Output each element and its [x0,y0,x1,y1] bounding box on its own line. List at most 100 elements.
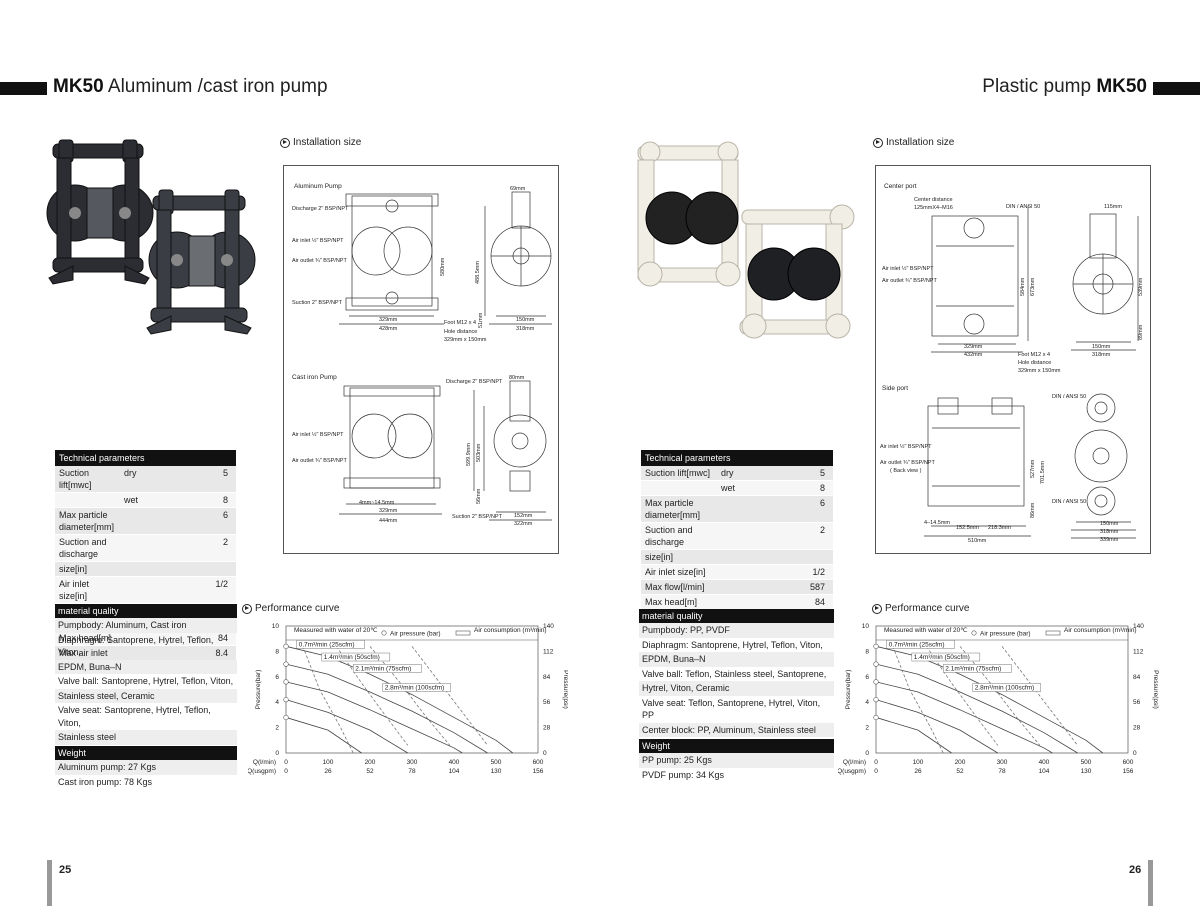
tech-row: Max head[m]84 [641,595,833,610]
x-usgpm-tick-label: 78 [998,768,1006,775]
curve-series [285,681,463,754]
y-tick-label: 4 [275,699,279,706]
air-consumption-label: 1.4m³/min (50scfm) [324,654,380,661]
tech-param-name: Air inlet size[in] [59,579,90,601]
y-right-tick-label: 28 [543,725,551,732]
center-distance-value: 125mmX4–M16 [914,205,953,211]
tech-param-name: Max head[m] [59,633,112,643]
x-axis-usgpm-label: Q(usgpm) [248,768,276,775]
tech-param-name: size[in] [645,552,674,562]
x-tick-label: 300 [997,759,1008,766]
material-line: Pumpbody: Aluminum, Cast iron [55,618,237,633]
curve-series [285,717,362,754]
side-din-2: DIN / ANSI 50 [1052,499,1086,505]
y-right-axis-label: Pressure(psi) [1152,670,1159,709]
tech-param-value: 2 [819,525,825,535]
material-line: Valve seat: Santoprene, Hytrel, Teflon, … [58,705,211,728]
legend-air-pressure-marker [381,630,387,636]
weight-line: Cast iron pump: 78 Kgs [58,776,153,787]
weight-line: Aluminum pump: 27 Kgs [55,760,237,775]
tech-param-value: 1/2 [215,579,228,589]
tech-param-name: Max head[m] [645,597,698,607]
tech-row: Max particle diameter[mm]6 [55,508,236,535]
air-consumption-label: 2.1m³/min (75scfm) [355,665,411,672]
air-pressure-marker [283,661,289,667]
tech-param-sub [120,562,198,576]
tech-param-value: 5 [222,468,228,478]
air-outlet-label: Air outlet ¾" BSP/NPT [292,258,347,264]
side-port-title: Side port [882,385,908,392]
dim-4-14: 4–14.5mm [924,520,950,526]
legend-air-pressure-marker [971,630,977,636]
curve-series [875,645,1104,754]
tech-param-sub [717,565,795,579]
right-page-bar [1148,860,1153,906]
legend-air-consumption-marker [455,630,471,636]
tech-param-value: 5 [819,468,825,478]
air-consumption-label: 0.7m³/min (25scfm) [299,641,355,648]
plot-frame [875,625,1129,754]
curve-series [875,681,1053,754]
left-technical-parameters: Technical parameters Suction lift[mwc]dr… [55,450,236,673]
air-pressure-marker [283,643,289,649]
air-pressure-marker [873,714,879,721]
air-consumption-label-box [353,664,422,673]
x-tick-label: 0 [874,759,878,766]
material-line: Diaphragm: Santoprene, Hytrel, Teflon, V… [58,634,214,658]
left-page-bar [47,860,52,906]
din-label: DIN / ANSI 50 [1006,204,1040,210]
tech-param-value [198,562,236,576]
discharge-label: Discharge 2" BSP/NPT [292,206,349,212]
tech-row: Max head[m]84 [55,631,236,646]
dim-80: 80mm [509,375,525,381]
air-consumption-label-box [382,683,451,692]
dim-56: 56mm [476,488,482,504]
x-usgpm-tick-label: 26 [914,768,922,775]
air-pressure-marker [283,697,289,703]
side-air-inlet: Air inlet ½" BSP/NPT [880,443,932,450]
hole-distance-value: 329mm x 150mm [1018,368,1061,374]
curve-series [875,663,1078,754]
air-outlet-label: Air outlet ¾" BSP/NPT [882,278,937,284]
right-installation-label: Installation size [873,137,954,148]
dim-89: 89mm [1138,324,1144,340]
x-usgpm-tick-label: 130 [491,768,502,775]
x-usgpm-tick-label: 52 [956,768,964,775]
material-title: material quality [639,609,834,623]
x-tick-label: 400 [1039,759,1050,766]
air-pressure-marker [873,661,879,667]
plot-frame [285,625,539,754]
dim-510: 510mm [968,538,987,544]
left-header-bar [0,82,47,95]
suction-label: Suction 2" BSP/NPT [292,300,343,306]
air-consumption-label-box [943,664,1012,673]
curve-series [336,646,409,746]
tech-row: Air inlet size[in]1/2 [641,565,833,580]
y-tick-label: 2 [275,725,279,732]
tech-param-value [795,550,833,564]
material-line: Valve ball: Santoprene, Hytrel, Teflon, … [58,676,234,686]
dim-150: 150mm [1092,344,1111,350]
right-performance-label: Performance curve [872,603,969,614]
dim-322: 322mm [514,521,533,527]
material-line: EPDM, Buna–N [55,659,237,674]
curve-series [285,699,409,754]
y-right-tick-label: 0 [543,750,547,757]
tech-param-value: 587 [809,582,825,592]
y-tick-label: 4 [865,699,869,706]
tech-param-value: 8 [222,495,228,505]
y-right-tick-label: 84 [1133,674,1141,681]
foot-label: Foot M12 x 4 [444,320,476,326]
play-circle-icon [242,603,252,614]
right-installation-drawing: Center port Center distance 125mmX4–M16 … [875,165,1151,554]
tech-param-name: size[in] [59,564,88,574]
legend-air-consumption: Air consumption (m³/min) [474,627,547,634]
dim-152: 152.5mm [956,525,979,531]
play-circle-icon [280,137,290,148]
air-inlet-label: Air inlet ½" BSP/NPT [882,265,934,272]
legend-air-pressure: Air pressure (bar) [980,631,1031,638]
curve-series [1001,646,1078,746]
